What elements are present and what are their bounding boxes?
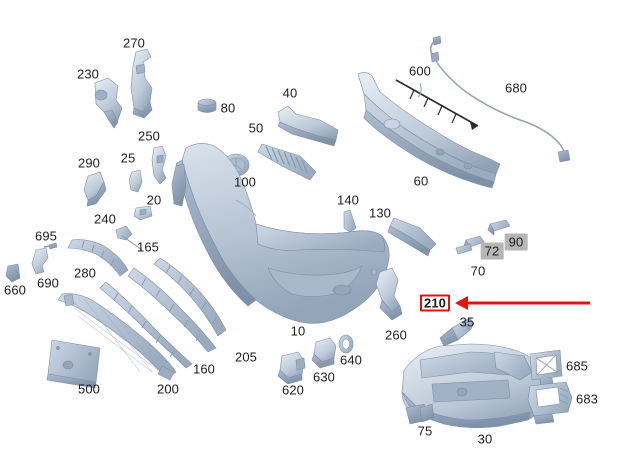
part-10-side [171,163,187,207]
part-280 [67,239,129,277]
part-10 [175,143,390,324]
part-600 [395,79,479,130]
part-20 [133,205,153,221]
part-270 [130,48,153,119]
part-640 [338,334,354,354]
part-683 [527,381,573,425]
part-260 [375,267,403,321]
part-250 [151,145,167,185]
part-160 [99,281,193,369]
part-130 [387,217,437,257]
part-240 [115,225,143,251]
part-165 [153,257,227,337]
part-75 [419,403,435,423]
part-500 [46,339,101,389]
part-620 [277,351,306,385]
part-40 [277,105,339,147]
part-70 [455,243,473,255]
part-25 [128,169,143,193]
part-200 [57,293,177,381]
part-695 [43,242,58,250]
part-205 [127,267,217,353]
part-290 [83,171,107,207]
part-630 [311,337,337,369]
part-60 [357,72,501,189]
part-50 [257,143,317,181]
part-140 [343,209,357,233]
part-660 [5,263,21,283]
part-680 [429,35,571,163]
part-30 [401,343,543,428]
part-690 [31,247,49,275]
part-90 [487,219,511,236]
part-80 [197,98,217,113]
part-230 [94,77,123,129]
part-35 [439,317,475,347]
